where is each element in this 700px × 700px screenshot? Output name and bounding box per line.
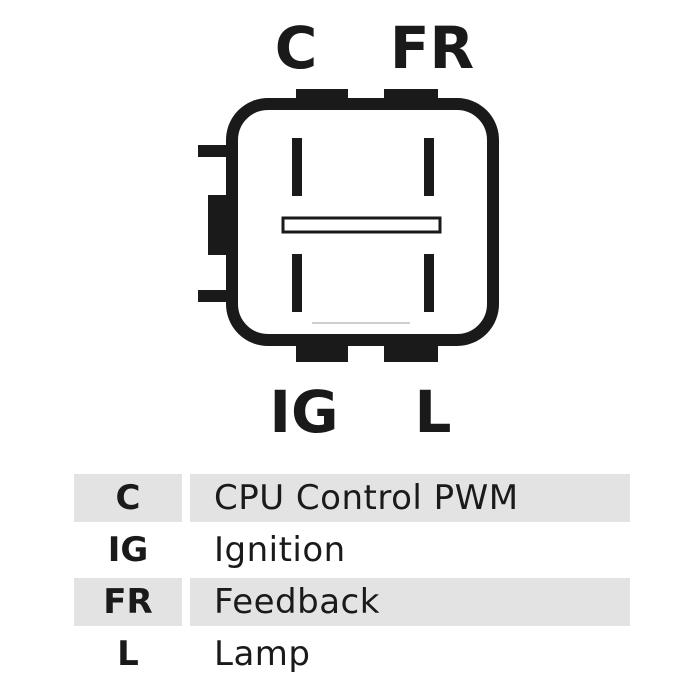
legend-row-fr: FR Feedback xyxy=(74,578,630,626)
pin-label-c: C xyxy=(275,14,318,82)
legend-code: IG xyxy=(74,526,190,574)
legend-code: C xyxy=(74,474,190,522)
legend-description: CPU Control PWM xyxy=(190,474,630,522)
legend-row-ig: IG Ignition xyxy=(74,526,630,574)
pin-blade-l xyxy=(424,254,434,312)
legend-description: Ignition xyxy=(214,530,346,570)
pin-blade-c xyxy=(292,138,302,196)
pin-legend-table: C CPU Control PWM IG Ignition FR Feedbac… xyxy=(74,470,630,682)
pin-blade-ig xyxy=(292,254,302,312)
center-key-bar xyxy=(281,216,442,234)
legend-code: FR xyxy=(74,578,190,626)
pin-blade-fr xyxy=(424,138,434,196)
connector-diagram: C FR IG L xyxy=(198,14,499,446)
legend-row-l: L Lamp xyxy=(74,630,630,678)
legend-row-c: C CPU Control PWM xyxy=(74,474,630,522)
pin-label-ig: IG xyxy=(269,378,338,446)
legend-description: Feedback xyxy=(190,578,630,626)
legend-description: Lamp xyxy=(214,634,311,674)
pin-label-l: L xyxy=(415,378,452,446)
legend-code: L xyxy=(74,630,190,678)
pin-label-fr: FR xyxy=(390,14,474,82)
